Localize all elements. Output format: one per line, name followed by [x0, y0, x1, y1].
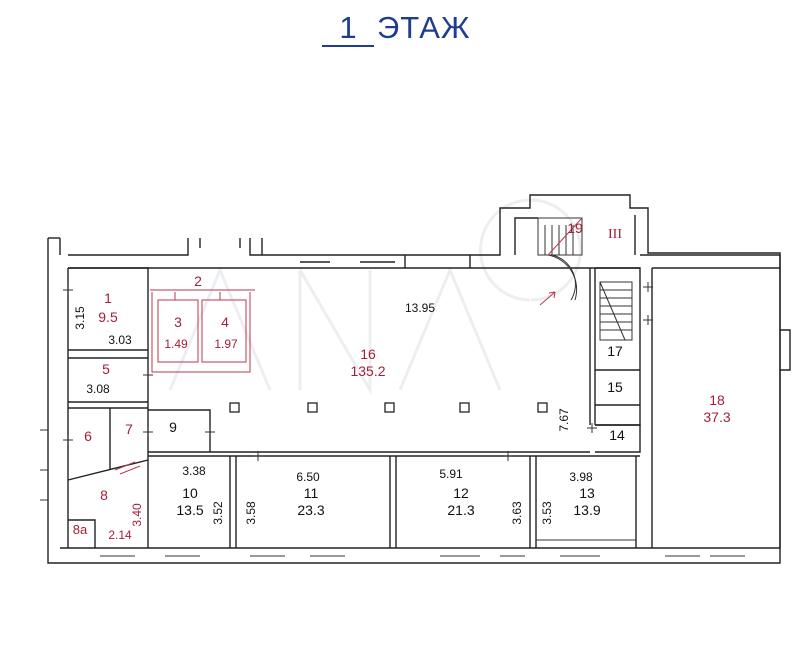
room-number-16: 16	[360, 346, 376, 362]
door-marks	[63, 282, 653, 461]
room-area-18: 37.3	[703, 409, 730, 425]
room-number-9: 9	[169, 419, 177, 435]
outer-walls	[47, 194, 781, 564]
dim-3-63: 3.63	[510, 501, 524, 525]
dim-3-38: 3.38	[182, 464, 206, 478]
room-number-14: 14	[609, 427, 625, 443]
plan-title: 1 ЭТАЖ	[0, 8, 800, 48]
room-number-8: 8	[100, 487, 108, 503]
room-number-15: 15	[607, 379, 623, 395]
dim-3-58: 3.58	[244, 501, 258, 525]
room-area-4: 1.97	[214, 337, 238, 351]
room-number-2: 2	[194, 273, 202, 289]
room-number-8a: 8а	[73, 522, 88, 537]
room-number-17: 17	[607, 343, 623, 359]
room-number-18: 18	[709, 392, 725, 408]
room-number-13: 13	[579, 485, 595, 501]
dim-3-08: 3.08	[86, 382, 110, 396]
room-number-12: 12	[453, 485, 469, 501]
room-number-4: 4	[221, 314, 229, 330]
dim-3-53: 3.53	[540, 501, 554, 525]
room-number-11: 11	[304, 485, 319, 501]
room-number-7: 7	[125, 421, 133, 437]
dim-3-98: 3.98	[569, 470, 593, 484]
room-area-11: 23.3	[297, 502, 324, 518]
stair-number-III: III	[608, 227, 622, 242]
dim-3-52: 3.52	[211, 501, 225, 525]
left-rooms-walls	[67, 267, 149, 548]
room-area-3: 1.49	[164, 337, 188, 351]
rooms-2-3-4-walls	[150, 289, 255, 373]
room-area-10: 13.5	[176, 502, 203, 518]
main-hall-walls	[148, 268, 640, 457]
room-number-1: 1	[104, 290, 112, 306]
room-area-12: 21.3	[447, 502, 474, 518]
room-number-6: 6	[84, 428, 92, 444]
dim-5-91: 5.91	[439, 467, 463, 481]
windows	[40, 429, 745, 557]
room-number-5: 5	[102, 361, 110, 377]
dimension-labels: 3.15 3.03 3.08 13.95 7.67 3.38 6.50 5.91…	[73, 301, 593, 542]
stair-core-walls	[537, 217, 641, 453]
dim-3-40: 3.40	[130, 503, 144, 527]
dim-6-50: 6.50	[296, 470, 320, 484]
room-number-10: 10	[182, 485, 198, 501]
dim-7-67: 7.67	[557, 408, 571, 432]
bottom-rooms-walls	[229, 456, 637, 548]
room-number-19: 19	[567, 220, 583, 236]
room-18-walls	[651, 267, 791, 548]
floor-word: ЭТАЖ	[377, 10, 471, 45]
floor-number-underline	[322, 45, 374, 47]
room-area-13: 13.9	[573, 502, 600, 518]
dim-13-95: 13.95	[405, 301, 435, 315]
dim-3-03: 3.03	[108, 333, 132, 347]
floor-number: 1	[339, 10, 357, 45]
dim-3-15: 3.15	[73, 306, 87, 330]
pillars	[229, 402, 548, 413]
room-area-1: 9.5	[98, 309, 118, 325]
room-area-16: 135.2	[350, 363, 385, 379]
watermark	[168, 198, 582, 396]
room-number-3: 3	[174, 314, 182, 330]
dim-2-14: 2.14	[108, 528, 132, 542]
room-labels: 1 9.5 2 3 1.49 4 1.97 5 6 7 8 8а 9 10 13…	[73, 220, 731, 537]
